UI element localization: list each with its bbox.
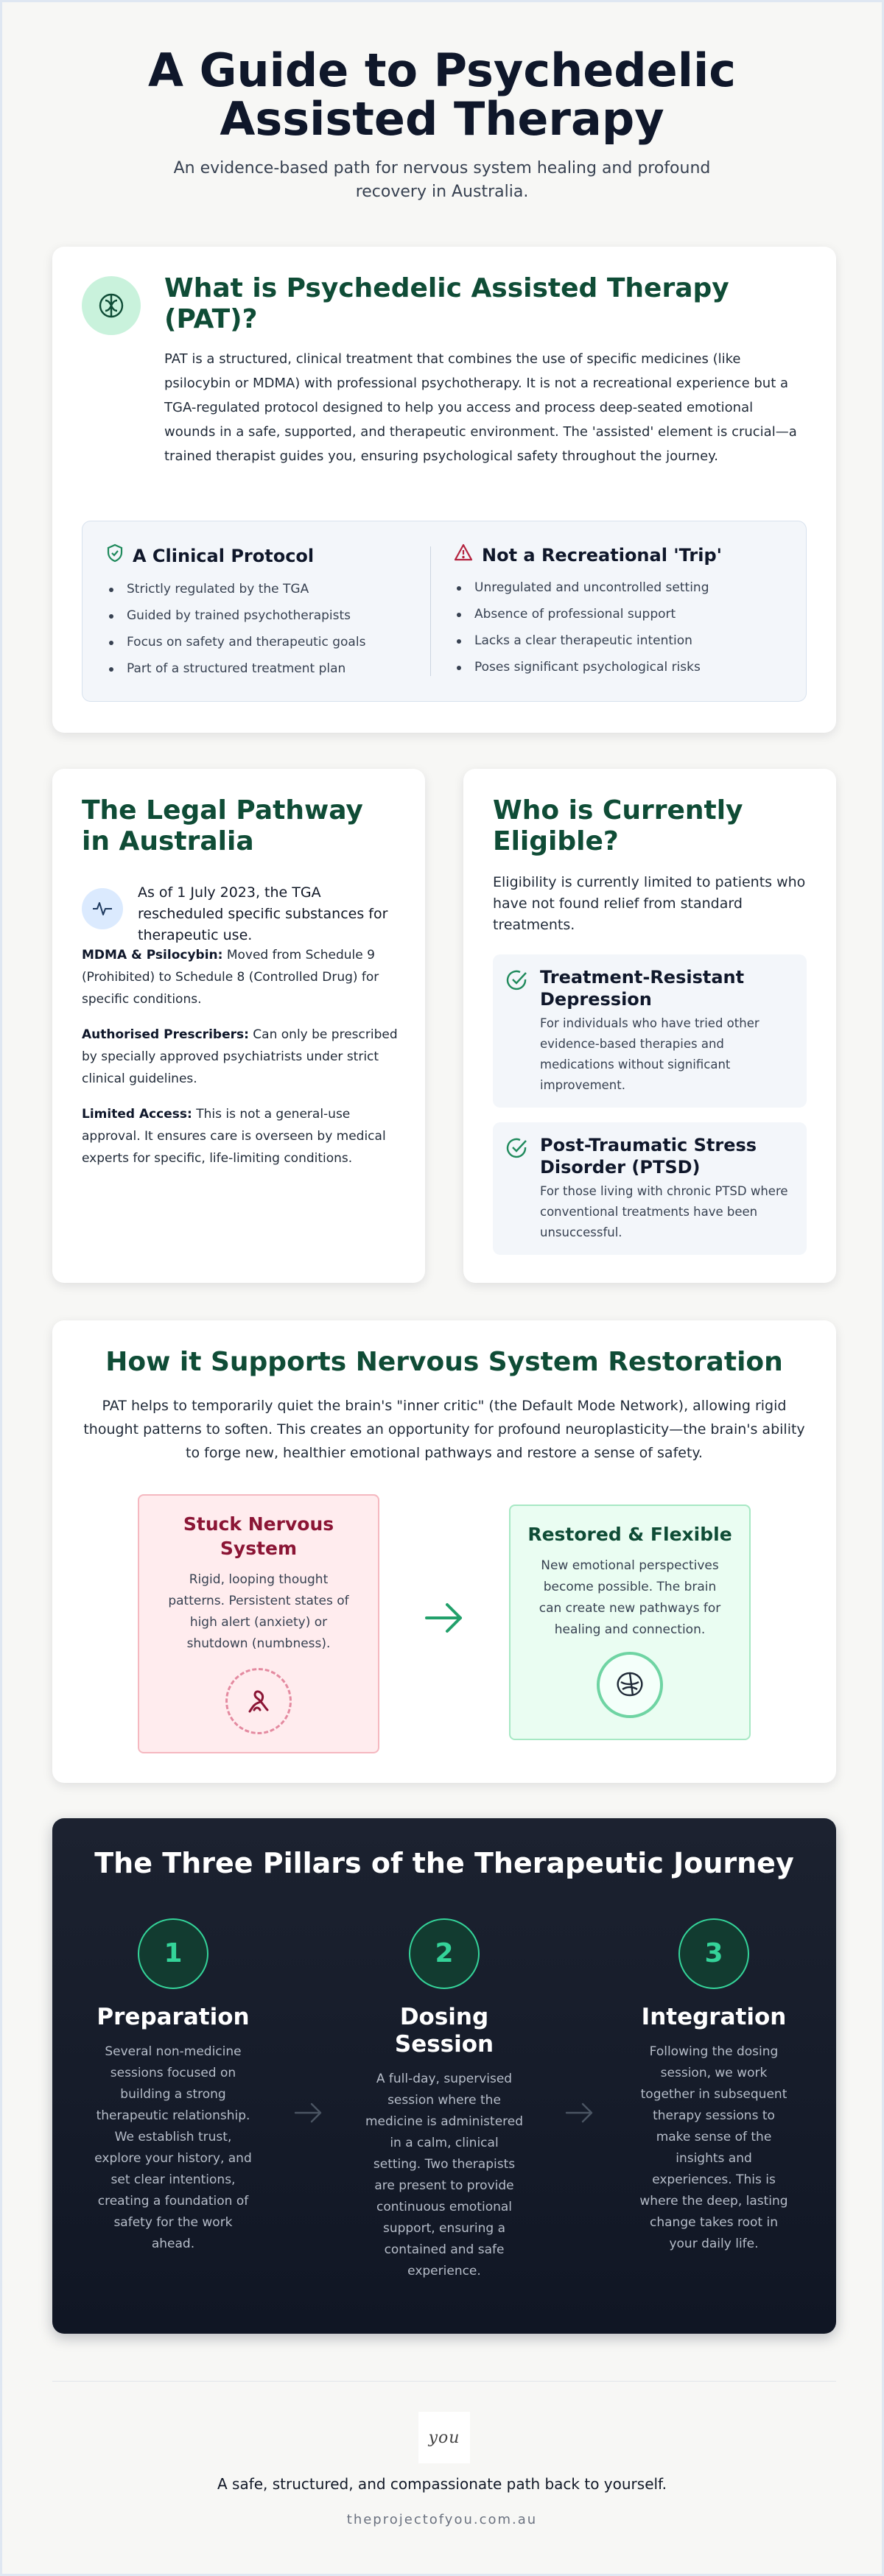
legal-pathway-card: The Legal Pathway in Australia As of 1 J… xyxy=(52,769,425,1283)
clinical-protocol-list: Strictly regulated by the TGA Guided by … xyxy=(106,576,430,682)
section-body: PAT helps to temporarily quiet the brain… xyxy=(83,1398,805,1461)
tangled-line-icon xyxy=(225,1668,292,1734)
arrow-right-icon xyxy=(564,2100,596,2129)
footer-website[interactable]: theprojectofyou.com.au xyxy=(346,2512,538,2527)
arrow-right-icon xyxy=(422,1596,466,1643)
condition-title: Treatment-Resistant Depression xyxy=(540,967,745,1010)
hero: A Guide to Psychedelic Assisted Therapy … xyxy=(2,2,882,204)
what-is-pat-card: What is Psychedelic Assisted Therapy (PA… xyxy=(52,247,836,733)
list-item: Poses significant psychological risks xyxy=(454,654,778,680)
restored-title: Restored & Flexible xyxy=(527,1524,732,1545)
clinical-protocol-column: A Clinical Protocol Strictly regulated b… xyxy=(106,543,430,682)
logo: you xyxy=(418,2412,470,2463)
clinical-protocol-title: A Clinical Protocol xyxy=(133,546,315,566)
legal-item-text: Moved from Schedule 9 (Prohibited) to Sc… xyxy=(82,948,379,1007)
legal-item: Limited Access: This is not a general-us… xyxy=(82,1103,399,1169)
condition-title: Post-Traumatic Stress Disorder (PTSD) xyxy=(540,1135,757,1178)
restored-flexible-box: Restored & Flexible New emotional perspe… xyxy=(509,1505,751,1740)
condition-text: For those living with chronic PTSD where… xyxy=(540,1184,788,1239)
three-pillars-card: The Three Pillars of the Therapeutic Jou… xyxy=(52,1818,836,2334)
section-body: PAT is a structured, clinical treatment … xyxy=(164,351,797,464)
section-title: How it Supports Nervous System Restorati… xyxy=(105,1347,783,1377)
check-circle-icon xyxy=(506,969,528,994)
legal-item: MDMA & Psilocybin: Moved from Schedule 9… xyxy=(82,944,399,1010)
legal-item: Authorised Prescribers: Can only be pres… xyxy=(82,1024,399,1090)
footer-divider xyxy=(52,2381,836,2382)
pillar-dosing-session: 2 Dosing Session A full-day, supervised … xyxy=(356,1918,533,2282)
arrow-right-icon xyxy=(292,2100,325,2129)
pillar-title: Dosing Session xyxy=(394,2004,494,2058)
eligibility-lead: Eligibility is currently limited to pati… xyxy=(493,874,806,933)
pillar-title: Preparation xyxy=(97,2004,250,2030)
stuck-title: Stuck Nervous System xyxy=(183,1513,334,1559)
footer-tagline: A safe, structured, and compassionate pa… xyxy=(217,2475,667,2493)
list-item: Guided by trained psychotherapists xyxy=(106,602,430,629)
list-item: Unregulated and uncontrolled setting xyxy=(454,574,778,601)
nervous-system-restoration-card: How it Supports Nervous System Restorati… xyxy=(52,1320,836,1783)
section-title: The Legal Pathway in Australia xyxy=(82,795,363,856)
condition-card: Post-Traumatic Stress Disorder (PTSD) Fo… xyxy=(493,1122,807,1255)
brain-icon xyxy=(597,1652,663,1718)
stuck-text: Rigid, looping thought patterns. Persist… xyxy=(168,1572,349,1651)
comparison-panel: A Clinical Protocol Strictly regulated b… xyxy=(82,521,807,702)
check-circle-icon xyxy=(506,1137,528,1162)
divider xyxy=(430,546,431,676)
pillar-preparation: 1 Preparation Several non-medicine sessi… xyxy=(85,1918,262,2255)
legal-details: MDMA & Psilocybin: Moved from Schedule 9… xyxy=(82,944,399,1183)
recreational-title: Not a Recreational 'Trip' xyxy=(482,545,722,566)
condition-card: Treatment-Resistant Depression For indiv… xyxy=(493,954,807,1108)
brain-icon xyxy=(82,276,141,335)
legal-note-text: As of 1 July 2023, the TGA rescheduled s… xyxy=(138,884,388,943)
section-title: What is Psychedelic Assisted Therapy (PA… xyxy=(164,273,729,334)
section-title: Who is Currently Eligible? xyxy=(493,795,743,856)
list-item: Strictly regulated by the TGA xyxy=(106,576,430,602)
stuck-nervous-system-box: Stuck Nervous System Rigid, looping thou… xyxy=(138,1494,379,1753)
list-item: Focus on safety and therapeutic goals xyxy=(106,629,430,655)
legal-item-text: Can only be prescribed by specially appr… xyxy=(82,1027,398,1086)
restored-text: New emotional perspectives become possib… xyxy=(539,1558,721,1637)
step-number: 2 xyxy=(409,1918,480,1989)
shield-check-icon xyxy=(106,543,124,569)
pillar-text: A full-day, supervised session where the… xyxy=(365,2072,524,2278)
step-number: 3 xyxy=(678,1918,749,1989)
activity-pulse-icon xyxy=(82,888,123,929)
eligibility-card: Who is Currently Eligible? Eligibility i… xyxy=(463,769,836,1283)
legal-item-label: MDMA & Psilocybin: xyxy=(82,948,223,963)
clinical-protocol-heading: A Clinical Protocol xyxy=(106,543,430,569)
pillar-text: Following the dosing session, we work to… xyxy=(639,2044,788,2251)
step-number: 1 xyxy=(138,1918,208,1989)
pillar-text: Several non-medicine sessions focused on… xyxy=(94,2044,252,2251)
recreational-list: Unregulated and uncontrolled setting Abs… xyxy=(454,574,778,680)
page-title: A Guide to Psychedelic Assisted Therapy xyxy=(148,43,736,146)
legal-item-label: Authorised Prescribers: xyxy=(82,1027,249,1042)
list-item: Absence of professional support xyxy=(454,601,778,627)
warning-triangle-icon xyxy=(454,543,473,567)
recreational-column: Not a Recreational 'Trip' Unregulated an… xyxy=(454,543,778,680)
condition-text: For individuals who have tried other evi… xyxy=(540,1016,760,1092)
pillar-integration: 3 Integration Following the dosing sessi… xyxy=(625,1918,802,2255)
list-item: Lacks a clear therapeutic intention xyxy=(454,627,778,654)
legal-item-label: Limited Access: xyxy=(82,1107,192,1122)
legal-note: As of 1 July 2023, the TGA rescheduled s… xyxy=(82,882,399,946)
pillar-title: Integration xyxy=(641,2004,787,2030)
list-item: Part of a structured treatment plan xyxy=(106,655,430,682)
section-title: The Three Pillars of the Therapeutic Jou… xyxy=(94,1847,794,1879)
page-subtitle: An evidence-based path for nervous syste… xyxy=(173,159,711,201)
legal-item-text: This is not a general-use approval. It e… xyxy=(82,1107,386,1166)
recreational-heading: Not a Recreational 'Trip' xyxy=(454,543,778,567)
